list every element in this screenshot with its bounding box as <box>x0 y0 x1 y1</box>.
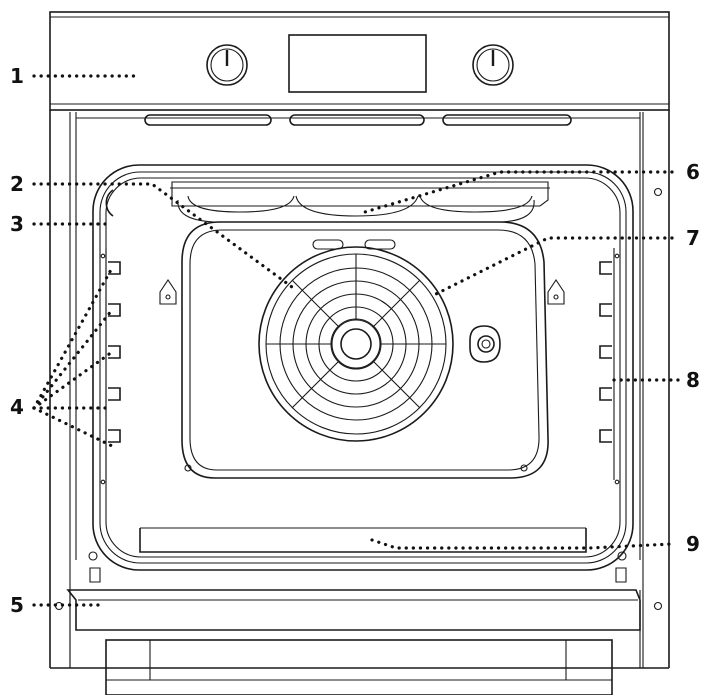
right-shelf-guide <box>599 248 620 485</box>
callout-4: 4 <box>10 395 24 419</box>
leader-lines <box>32 74 682 607</box>
leader-7 <box>434 236 674 296</box>
oven-cavity <box>159 221 565 479</box>
display-window <box>288 34 427 93</box>
left-shelf-guide <box>100 248 121 485</box>
leader-6 <box>363 170 674 214</box>
fan-cover <box>258 246 454 442</box>
top-heating-element <box>170 181 550 223</box>
right-control-knob <box>472 44 514 86</box>
callout-3: 3 <box>10 212 24 236</box>
left-control-knob <box>206 44 248 86</box>
air-vents <box>144 114 572 126</box>
control-panel <box>49 11 670 126</box>
callout-labels: 1 2 3 4 5 6 7 8 9 <box>10 64 700 617</box>
callout-7: 7 <box>686 226 700 250</box>
callout-8: 8 <box>686 368 700 392</box>
leader-2 <box>32 182 298 292</box>
callout-6: 6 <box>686 160 700 184</box>
oven-frame <box>49 110 670 669</box>
leader-9 <box>370 538 674 550</box>
callout-5: 5 <box>10 593 24 617</box>
callout-9: 9 <box>686 532 700 556</box>
door-hinges <box>88 551 627 583</box>
probe-socket <box>469 325 501 363</box>
callout-2: 2 <box>10 172 24 196</box>
oven-light <box>105 189 114 217</box>
leader-4 <box>32 266 114 448</box>
oven-door <box>66 589 641 696</box>
dripping-tray <box>139 527 587 553</box>
callout-1: 1 <box>10 64 24 88</box>
